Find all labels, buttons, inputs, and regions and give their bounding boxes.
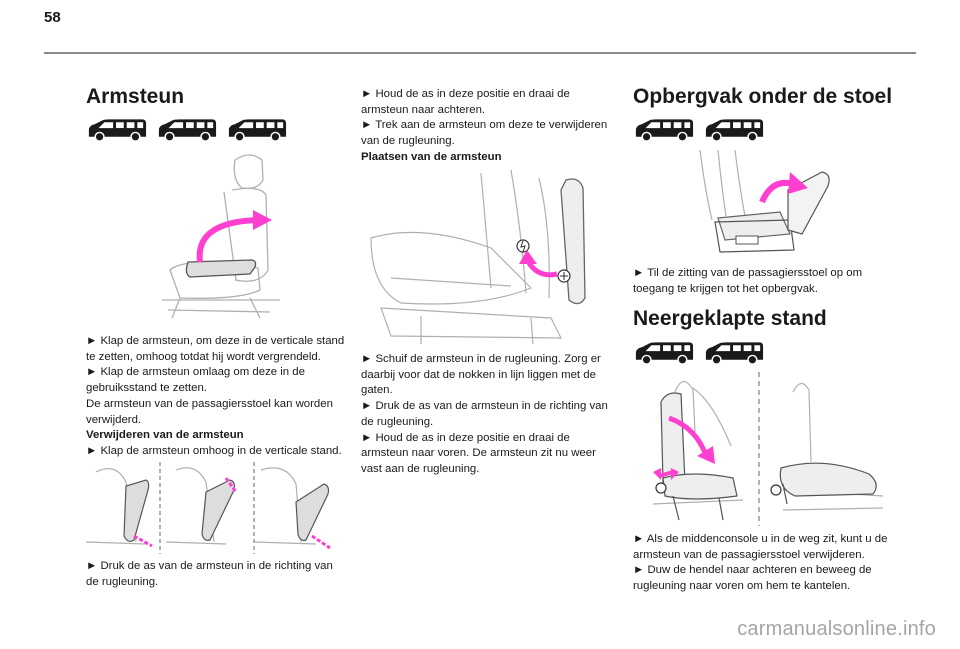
subheading: Verwijderen van de armsteun [86,429,244,442]
instruction-text: ► Klap de armsteun omlaag om deze in de … [86,366,305,395]
instruction-text: ► Schuif de armsteun in de rugleuning. Z… [361,353,601,397]
instruction-text: ► Til de zitting van de passagiersstoel … [633,267,863,295]
instruction-text: ► Klap de armsteun omhoog in de vertical… [86,444,342,457]
subheading: Plaatsen van de armsteun [361,150,502,163]
van-icon [86,116,148,144]
armrest-install-illustration [370,169,586,344]
top-divider [44,52,916,54]
armrest-raise-illustration [162,154,280,319]
folded-position-heading: Neergeklapte stand [633,307,827,330]
van-icon [633,116,695,144]
instruction-text: ► Trek aan de armsteun om deze te verwij… [361,119,608,148]
col2-text-block-1: ► Houd de as in deze positie en draai de… [361,87,617,166]
van-icon [703,339,765,367]
col1-text-block-1: ► Klap de armsteun, om deze in de vertic… [86,334,348,460]
watermark-text: carmanualsonline.info [737,618,936,640]
col2-text-block-2: ► Schuif de armsteun in de rugleuning. Z… [361,352,617,478]
instruction-text: ► Houd de as in deze positie en draai de… [361,431,596,475]
armrest-removal-steps-illustration [86,462,331,554]
instruction-text: ► Duw de hendel naar achteren en beweeg … [633,564,872,593]
body-text: De armsteun van de passagiersstoel kan w… [86,397,333,426]
instruction-text: ► Druk de as van de armsteun in de richt… [361,400,608,428]
seat-fold-illustration [652,372,884,526]
armsteun-heading: Armsteun [86,85,185,108]
col3-text-block-2: ► Als de middenconsole u in de weg zit, … [633,532,895,595]
van-icon [633,339,695,367]
instruction-text: ► Houd de as in deze positie en draai de… [361,88,570,116]
van-icon [226,116,288,144]
vehicle-icons-row-2 [633,116,765,144]
instruction-text: ► Als de middenconsole u in de weg zit, … [633,533,888,561]
vehicle-icons-row-3 [633,339,765,367]
instruction-text: ► Klap de armsteun, om deze in de vertic… [86,335,345,363]
van-icon [156,116,218,144]
page-number: 58 [44,9,61,26]
col3-text-block-1: ► Til de zitting van de passagiersstoel … [633,266,895,297]
storage-heading: Opbergvak onder de stoel [633,85,893,108]
col1-text-block-2: ► Druk de as van de armsteun in de richt… [86,559,348,590]
storage-under-seat-illustration [699,150,830,253]
vehicle-icons-row-1 [86,116,288,144]
instruction-text: ► Druk de as van de armsteun in de richt… [86,560,333,588]
van-icon [703,116,765,144]
